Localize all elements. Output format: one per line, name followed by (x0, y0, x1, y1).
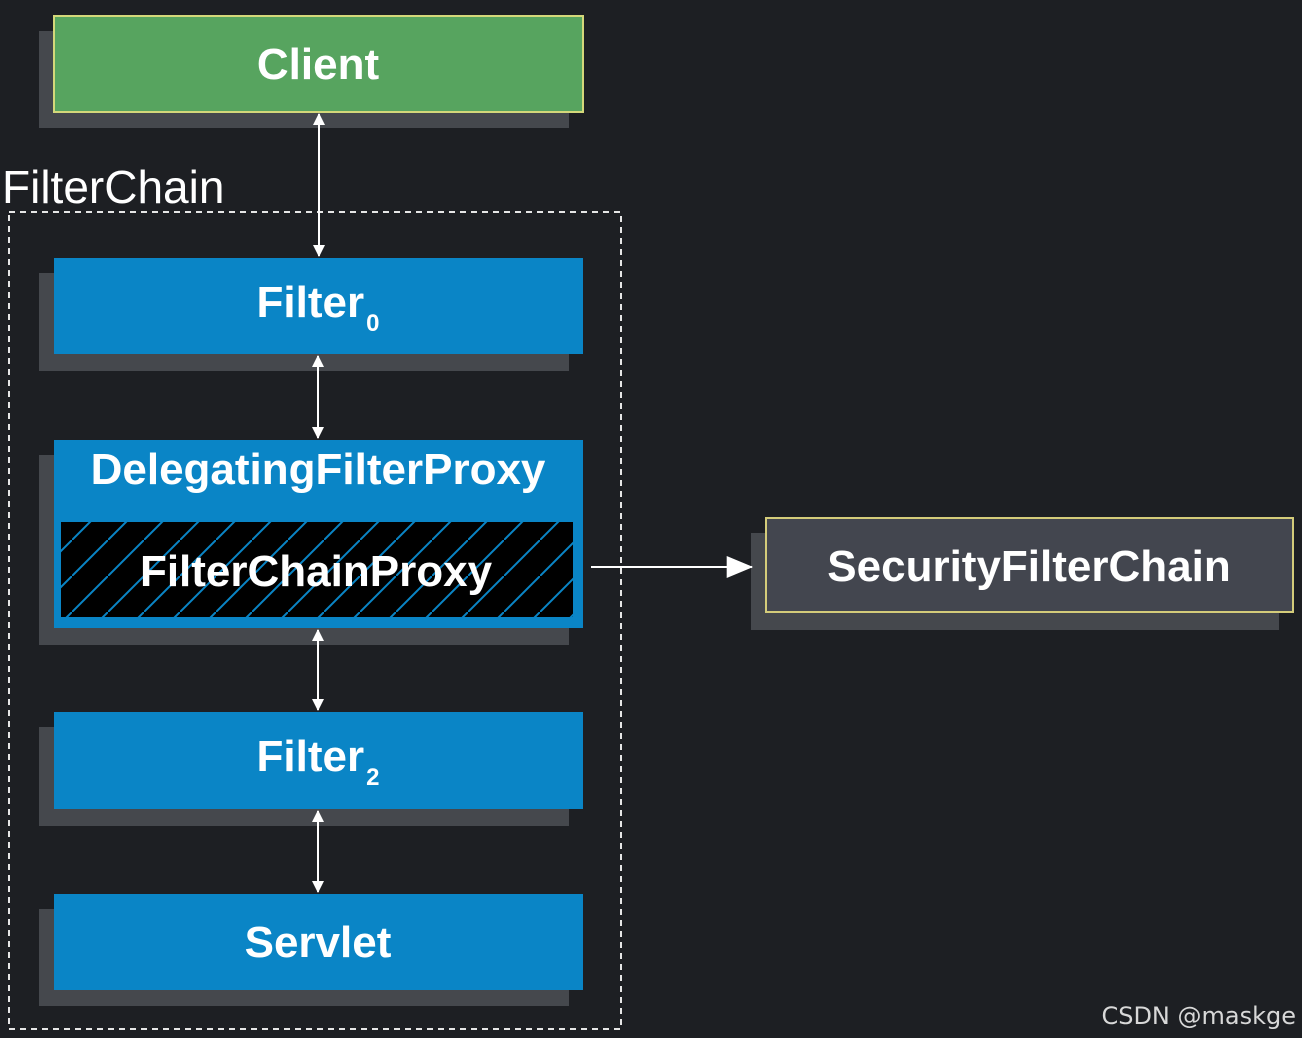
delegating-filter-proxy-node: DelegatingFilterProxy FilterChainProxy (39, 440, 583, 645)
filter2-subscript: 2 (366, 764, 379, 791)
filterchainproxy-label: FilterChainProxy (140, 547, 493, 596)
filterchain-container: FilterChain (2, 161, 622, 1030)
filterchainproxy-box (61, 522, 573, 617)
filter0-subscript: 0 (366, 310, 379, 337)
delegating-label: DelegatingFilterProxy (91, 445, 546, 494)
filter0-label: Filter0 (257, 278, 380, 337)
connectors (312, 113, 754, 893)
security-box (765, 517, 1294, 613)
filter0-text: Filter (257, 278, 365, 327)
filter2-node: Filter2 (39, 712, 583, 826)
client-node: Client (39, 15, 584, 128)
watermark: CSDN @maskge (1101, 1002, 1296, 1030)
filterchain-label: FilterChain (2, 161, 224, 213)
servlet-box (54, 894, 583, 990)
filter0-box (54, 258, 583, 354)
servlet-node: Servlet (39, 894, 583, 1006)
security-filter-chain-node: SecurityFilterChain (751, 517, 1294, 630)
filter0-node: Filter0 (39, 258, 583, 371)
client-label: Client (257, 40, 380, 89)
filter2-box (54, 712, 583, 809)
filter2-label: Filter2 (257, 732, 380, 791)
filter2-text: Filter (257, 732, 365, 781)
security-label: SecurityFilterChain (827, 542, 1230, 591)
servlet-label: Servlet (245, 918, 392, 967)
client-box (53, 15, 584, 113)
